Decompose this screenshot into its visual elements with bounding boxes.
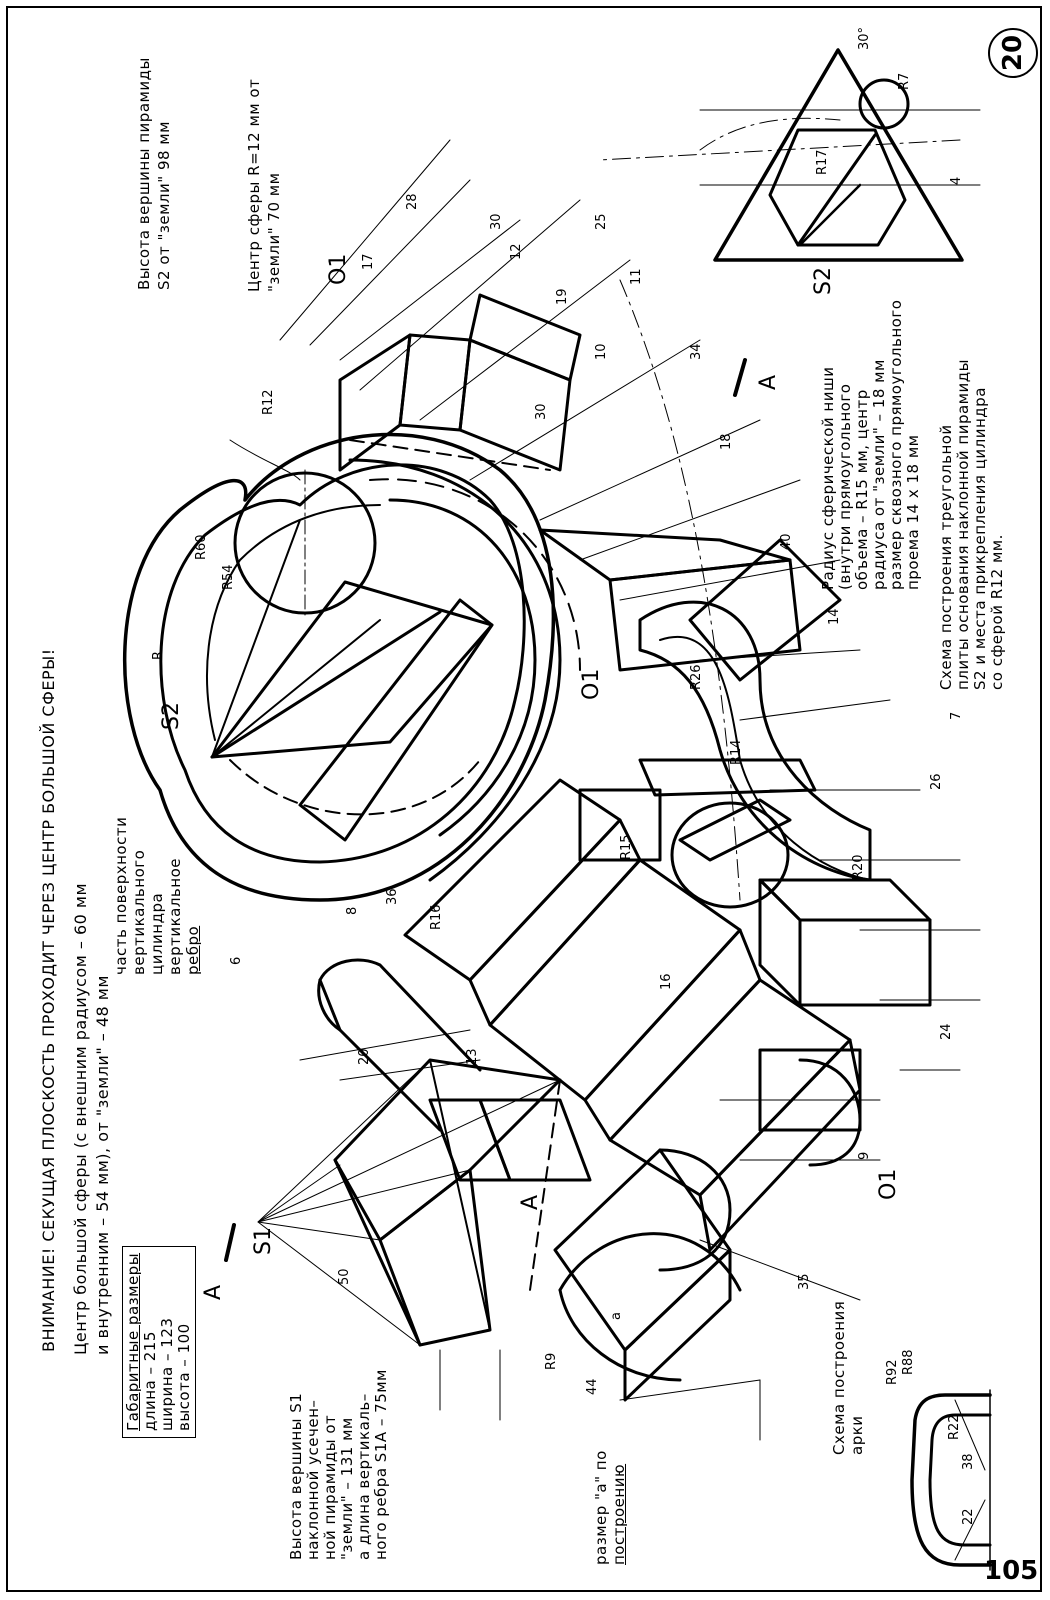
dim-38: 38: [961, 1453, 976, 1470]
dim-14: 14: [827, 608, 842, 625]
dim-r15: R15: [619, 834, 634, 860]
dim-r20: R20: [851, 854, 866, 880]
dim-12: 12: [509, 243, 524, 260]
dim-r12: R12: [261, 389, 276, 415]
dim-r54: R54: [221, 564, 236, 590]
sheet-number-badge: 20: [988, 28, 1038, 78]
dim-25: 25: [594, 213, 609, 230]
dim-40: 40: [779, 533, 794, 550]
front-slab: [428, 1098, 732, 1402]
dim-r17: R17: [815, 149, 830, 175]
dim-20: 20: [357, 1048, 372, 1065]
dim-13: 13: [465, 1048, 480, 1065]
label-s1: S1: [251, 1227, 276, 1255]
dim-16: 16: [659, 973, 674, 990]
label-point-a: A: [518, 1195, 543, 1210]
dim-19: 19: [555, 288, 570, 305]
arch-scheme: [910, 1389, 992, 1571]
label-point-small-a: a: [609, 1312, 624, 1320]
dim-24: 24: [939, 1023, 954, 1040]
dim-r: R: [151, 651, 166, 660]
triangle-scheme: [699, 48, 981, 262]
large-sphere-shell: [122, 432, 556, 902]
dim-r26: R26: [689, 664, 704, 690]
dim-22: 22: [961, 1508, 976, 1525]
dim-8: 8: [345, 907, 360, 915]
dim-r88: R88: [901, 1349, 916, 1375]
dim-r9: R9: [544, 1353, 559, 1370]
label-section-a-right: A: [756, 375, 781, 390]
dim-r22: R22: [947, 1414, 962, 1440]
s1-construction-rays: [257, 1059, 561, 1346]
pyramid-s1: [333, 1058, 562, 1347]
section-arrows: [224, 358, 747, 1262]
label-o1-bottom: O1: [876, 1169, 901, 1200]
label-s2: S2: [159, 702, 184, 730]
dim-7: 7: [949, 712, 964, 720]
label-section-a-left: A: [201, 1285, 226, 1300]
dim-r16: R16: [429, 904, 444, 930]
label-o1-top: O1: [326, 254, 351, 285]
dim-18: 18: [719, 433, 734, 450]
right-cylinder-shell: [638, 600, 932, 1007]
left-vertical-cylinder: [317, 958, 482, 1132]
dim-30: 30: [489, 213, 504, 230]
curved-beam: [348, 458, 581, 882]
dim-36: 36: [385, 888, 400, 905]
dim-10: 10: [594, 343, 609, 360]
dim-r7: R7: [897, 73, 912, 90]
label-s2-triangle: S2: [811, 267, 836, 295]
dim-17: 17: [361, 253, 376, 270]
dim-30-angle-mark: 30: [534, 403, 549, 420]
dim-11: 11: [629, 268, 644, 285]
dim-34: 34: [689, 343, 704, 360]
page-number: 105: [984, 1556, 1039, 1586]
pyramid-s2: [210, 519, 494, 842]
dim-28: 28: [405, 193, 420, 210]
dim-26: 26: [929, 773, 944, 790]
dim-50: 50: [337, 1268, 352, 1285]
dim-35: 35: [797, 1273, 812, 1290]
drawing-frame: [6, 6, 1042, 1592]
front-cylinder: [558, 1232, 742, 1382]
dim-r92: R92: [885, 1359, 900, 1385]
dim-r60: R60: [194, 534, 209, 560]
dim-4: 4: [949, 177, 964, 185]
lower-right-blocks: [578, 538, 862, 1252]
dim-6: 6: [229, 957, 244, 965]
dim-angle-30: 30°: [857, 27, 872, 50]
small-sphere-r12: [233, 471, 377, 615]
label-o1-mid: O1: [579, 669, 604, 700]
rear-step-blocks: [338, 293, 582, 472]
dim-r14: R14: [729, 739, 744, 765]
dim-44: 44: [585, 1378, 600, 1395]
dim-9: 9: [857, 1152, 872, 1160]
